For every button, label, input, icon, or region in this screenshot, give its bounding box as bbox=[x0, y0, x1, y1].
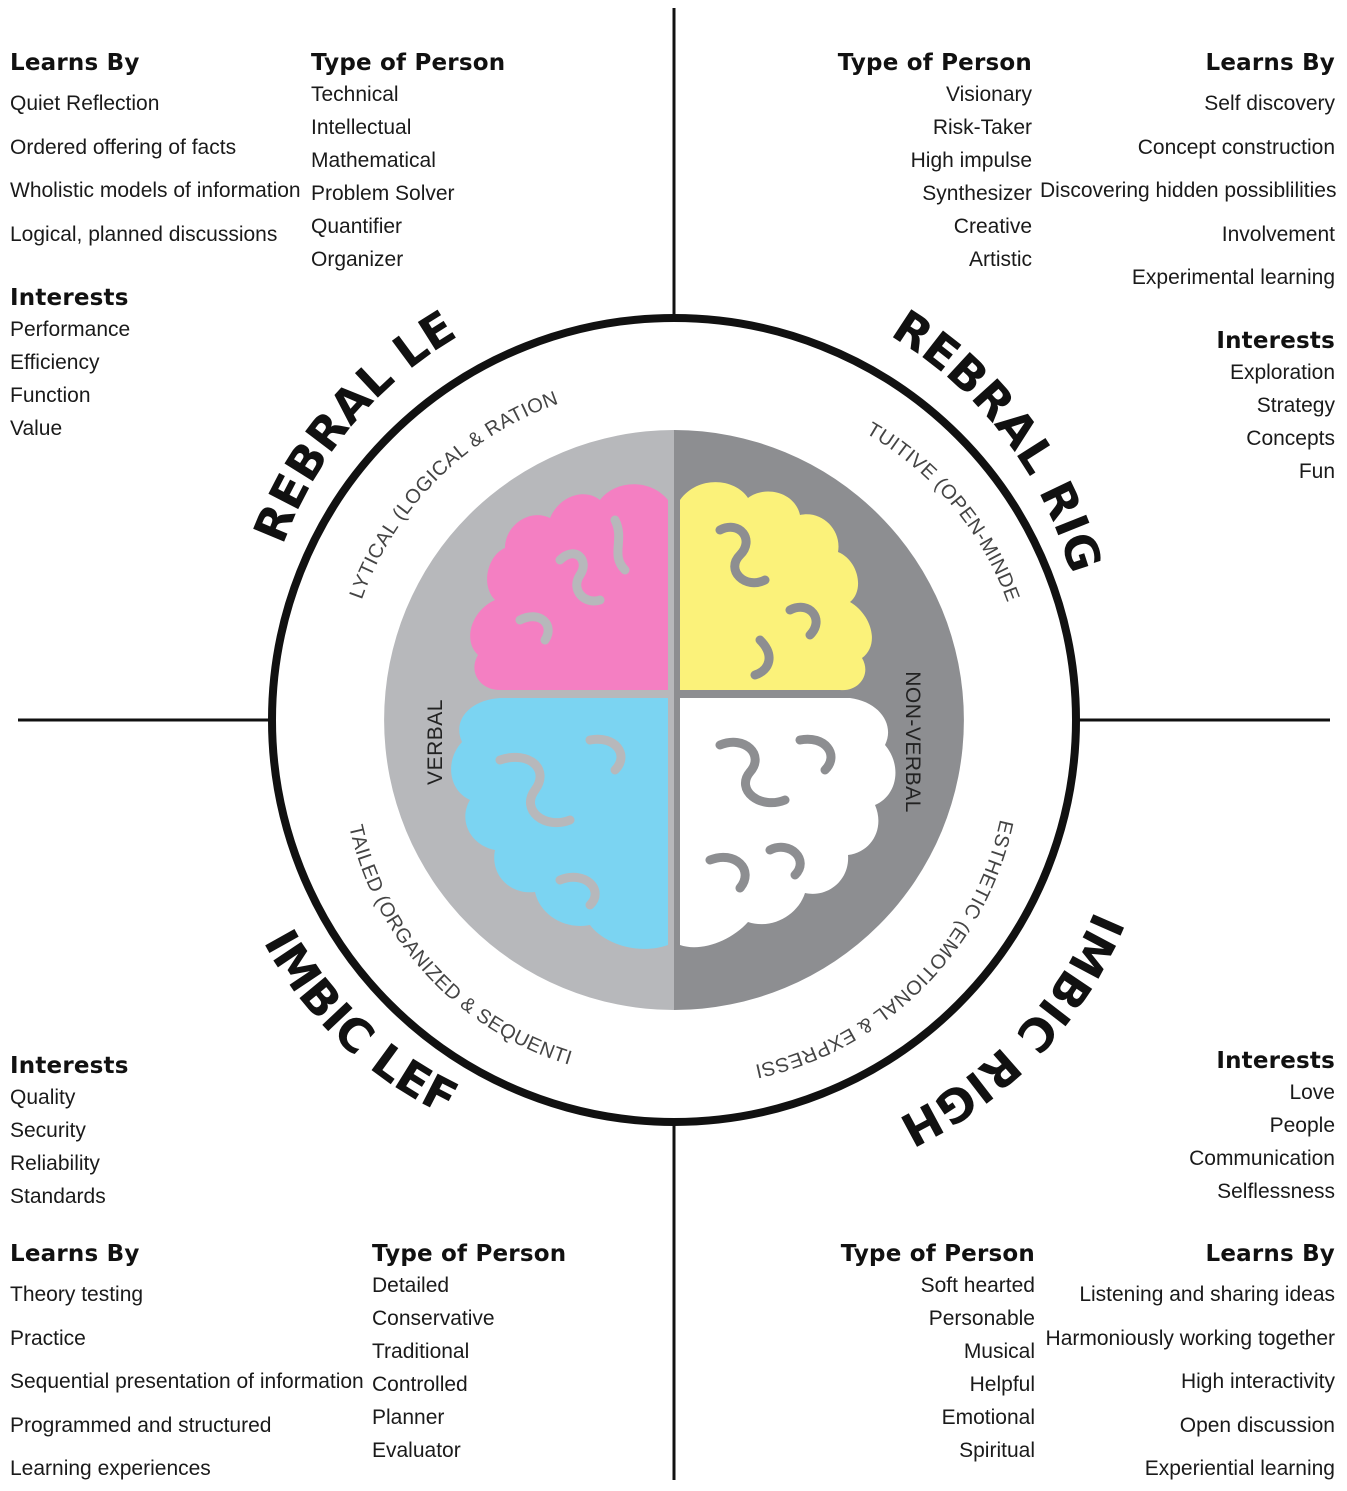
list-item: Involvement bbox=[1221, 222, 1335, 246]
list-item: Personable bbox=[928, 1307, 1035, 1330]
list-item: Concept construction bbox=[1137, 135, 1335, 159]
interests-heading: Interests bbox=[1216, 1048, 1335, 1074]
list-item: Function bbox=[10, 384, 91, 407]
list-item: People bbox=[1269, 1114, 1335, 1137]
list-item: Visionary bbox=[946, 83, 1032, 106]
limbic-right-learns-by: Learns By Listening and sharing ideas Ha… bbox=[1040, 1239, 1335, 1491]
list-item: Concepts bbox=[1246, 427, 1335, 450]
list-item: Experimental learning bbox=[1131, 266, 1335, 289]
non-verbal-label: NON-VERBAL bbox=[901, 671, 924, 813]
list-item: High interactivity bbox=[1180, 1370, 1335, 1393]
list-item: Intellectual bbox=[311, 116, 412, 139]
list-item: Value bbox=[10, 417, 63, 440]
list-item: Performance bbox=[10, 318, 131, 341]
cerebral-left-type-of-person: Type of Person Technical Intellectual Ma… bbox=[311, 48, 531, 276]
brain-cerebral-right-lobe bbox=[680, 482, 872, 691]
learns-by-heading: Learns By bbox=[10, 1241, 140, 1267]
list-item: Soft hearted bbox=[920, 1274, 1035, 1297]
list-item: High impulse bbox=[910, 149, 1032, 172]
list-item: Ordered offering of facts bbox=[10, 135, 237, 159]
interests-heading: Interests bbox=[10, 285, 129, 311]
list-item: Reliability bbox=[10, 1152, 100, 1175]
list-item: Fun bbox=[1298, 460, 1335, 483]
list-item: Helpful bbox=[969, 1373, 1035, 1396]
list-item: Quality bbox=[10, 1086, 76, 1109]
list-item: Standards bbox=[10, 1185, 106, 1208]
list-item: Emotional bbox=[941, 1406, 1035, 1429]
list-item: Organizer bbox=[311, 248, 404, 271]
learns-by-heading: Learns By bbox=[10, 50, 140, 76]
limbic-left-interests: Interests Quality Security Reliability S… bbox=[10, 1051, 210, 1213]
list-item: Planner bbox=[372, 1406, 445, 1429]
list-item: Experiential learning bbox=[1144, 1457, 1335, 1480]
list-item: Risk-Taker bbox=[932, 116, 1032, 139]
list-item: Technical bbox=[311, 83, 399, 106]
list-item: Harmoniously working together bbox=[1045, 1326, 1335, 1350]
learns-by-heading: Learns By bbox=[1205, 50, 1335, 76]
list-item: Traditional bbox=[372, 1340, 470, 1363]
list-item: Artistic bbox=[969, 248, 1032, 271]
list-item: Love bbox=[1289, 1081, 1335, 1104]
list-item: Selflessness bbox=[1217, 1180, 1335, 1203]
limbic-right-interests: Interests Love People Communication Self… bbox=[1135, 1046, 1335, 1208]
limbic-right-type-of-person: Type of Person Soft hearted Personable M… bbox=[800, 1239, 1035, 1467]
interests-heading: Interests bbox=[1216, 328, 1335, 354]
list-item: Discovering hidden possiblilities bbox=[1040, 179, 1337, 202]
brain-limbic-left-lobe bbox=[451, 698, 668, 949]
type-of-person-heading: Type of Person bbox=[840, 1241, 1035, 1267]
list-item: Wholistic models of information bbox=[10, 179, 301, 202]
list-item: Spiritual bbox=[959, 1439, 1035, 1462]
list-item: Problem Solver bbox=[311, 182, 455, 205]
brain-limbic-right-lobe bbox=[680, 698, 896, 948]
list-item: Theory testing bbox=[10, 1283, 144, 1306]
brain-cerebral-left-lobe bbox=[470, 484, 668, 690]
learns-by-heading: Learns By bbox=[1205, 1241, 1335, 1267]
list-item: Evaluator bbox=[372, 1439, 461, 1462]
list-item: Controlled bbox=[372, 1373, 468, 1396]
list-item: Strategy bbox=[1256, 394, 1335, 417]
list-item: Creative bbox=[953, 215, 1032, 238]
list-item: Detailed bbox=[372, 1274, 450, 1297]
list-item: Communication bbox=[1189, 1147, 1335, 1170]
limbic-left-type-of-person: Type of Person Detailed Conservative Tra… bbox=[372, 1239, 602, 1467]
list-item: Learning experiences bbox=[10, 1457, 211, 1480]
cerebral-right-type-of-person: Type of Person Visionary Risk-Taker High… bbox=[800, 48, 1032, 276]
list-item: Musical bbox=[963, 1340, 1035, 1363]
limbic-left-learns-by: Learns By Theory testing Practice Sequen… bbox=[10, 1239, 364, 1491]
list-item: Open discussion bbox=[1179, 1413, 1335, 1437]
list-item: Sequential presentation of information bbox=[10, 1370, 364, 1393]
type-of-person-heading: Type of Person bbox=[311, 50, 506, 76]
list-item: Conservative bbox=[372, 1307, 495, 1330]
cerebral-right-interests: Interests Exploration Strategy Concepts … bbox=[1135, 326, 1335, 488]
list-item: Exploration bbox=[1229, 361, 1335, 384]
list-item: Quantifier bbox=[311, 215, 403, 238]
type-of-person-heading: Type of Person bbox=[372, 1241, 567, 1267]
cerebral-left-learns-by: Learns By Quiet Reflection Ordered offer… bbox=[10, 48, 301, 256]
list-item: Quiet Reflection bbox=[10, 92, 160, 115]
interests-heading: Interests bbox=[10, 1053, 129, 1079]
list-item: Logical, planned discussions bbox=[10, 222, 278, 246]
list-item: Listening and sharing ideas bbox=[1079, 1283, 1335, 1306]
type-of-person-heading: Type of Person bbox=[837, 50, 1032, 76]
list-item: Practice bbox=[10, 1326, 86, 1350]
cerebral-right-learns-by: Learns By Self discovery Concept constru… bbox=[1040, 48, 1337, 300]
list-item: Mathematical bbox=[311, 149, 436, 172]
list-item: Efficiency bbox=[10, 351, 100, 374]
verbal-label: VERBAL bbox=[424, 699, 447, 785]
cerebral-left-interests: Interests Performance Efficiency Functio… bbox=[10, 283, 210, 445]
list-item: Programmed and structured bbox=[10, 1413, 272, 1437]
list-item: Security bbox=[10, 1119, 86, 1142]
list-item: Synthesizer bbox=[922, 182, 1032, 205]
list-item: Self discovery bbox=[1204, 92, 1335, 115]
